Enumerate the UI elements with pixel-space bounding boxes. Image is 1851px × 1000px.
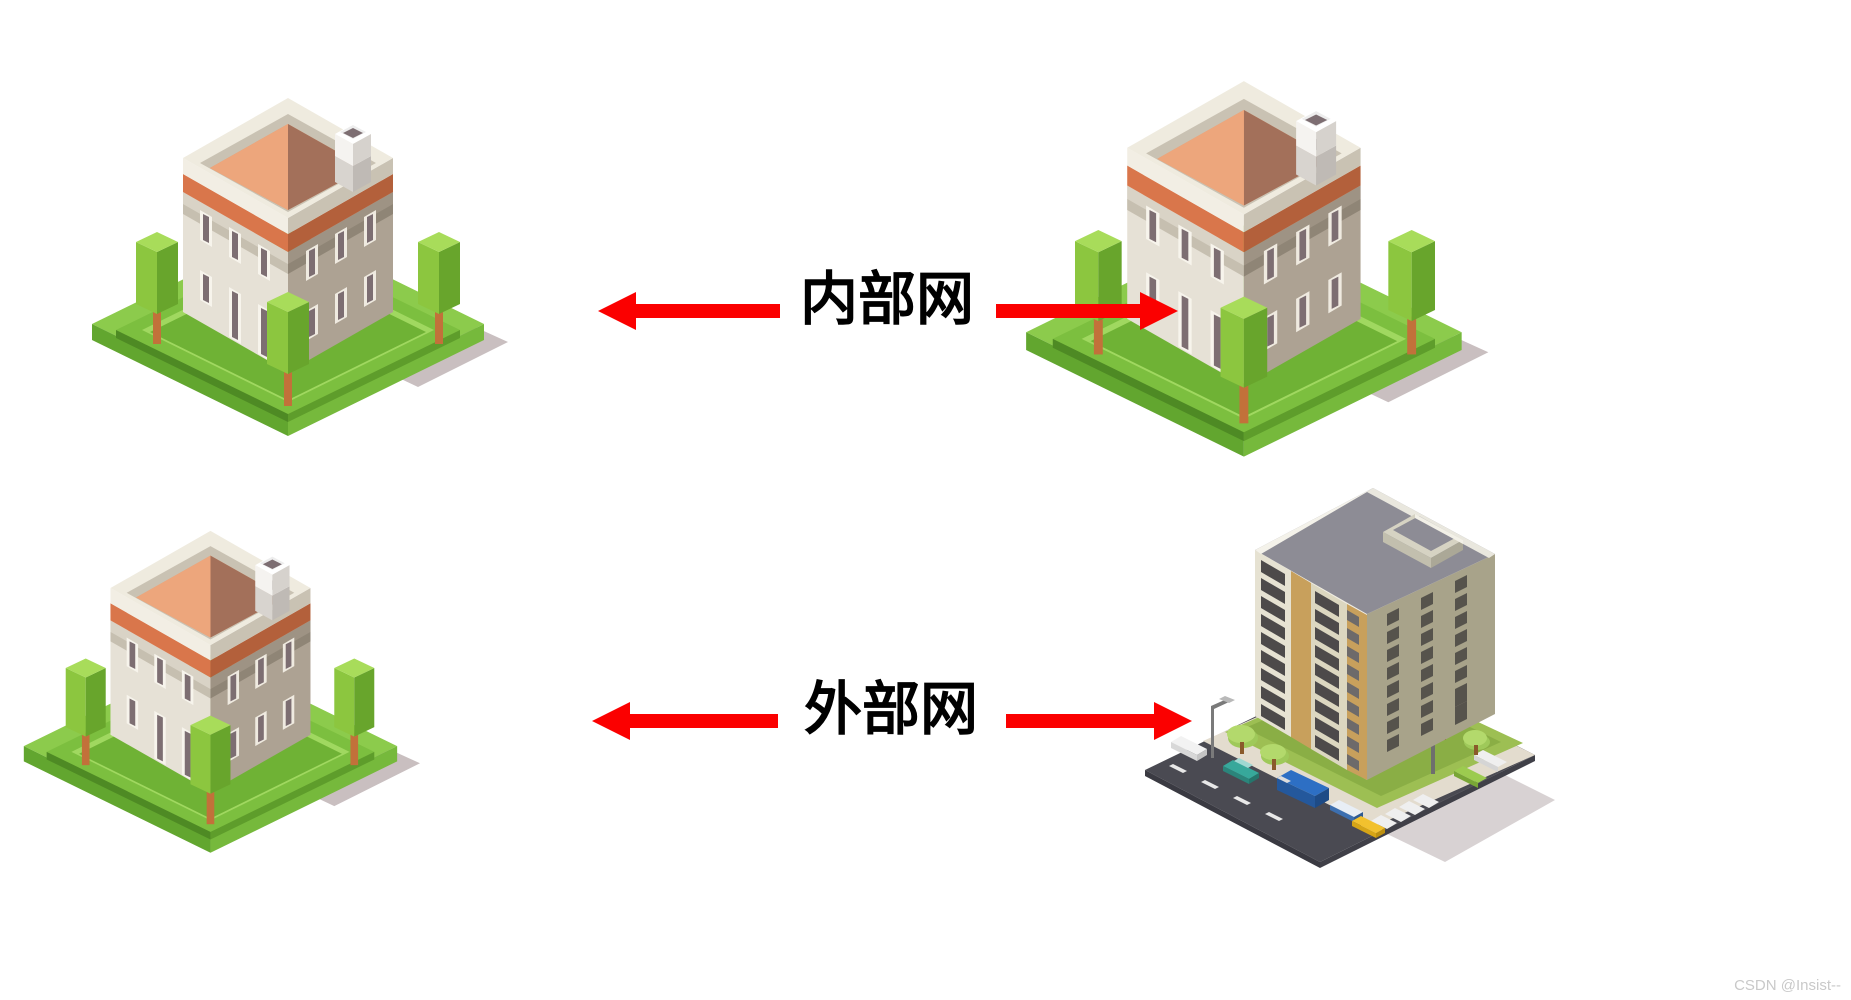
tree-left <box>65 658 106 766</box>
tree-front <box>1220 296 1268 424</box>
street-lamp-left <box>1211 696 1235 758</box>
tree-right <box>1388 230 1435 355</box>
vehicle-right-cars <box>1454 750 1507 788</box>
windows-left-wall <box>126 637 194 782</box>
tree-left <box>136 232 178 344</box>
road-markings <box>1169 764 1283 821</box>
roof-skylight <box>335 124 371 192</box>
arrow-right-internal <box>996 292 1179 330</box>
office-building-illustration <box>92 98 508 436</box>
windows-left-wall <box>1146 205 1224 374</box>
node-office-building-top-left[interactable] <box>88 52 508 436</box>
tower-roof <box>1255 488 1495 614</box>
connection-internal-network: 内部网 <box>598 238 1188 378</box>
tree-right <box>334 658 375 766</box>
tower-windows-left <box>1261 560 1359 771</box>
node-apartment-tower-bottom-right[interactable] <box>1115 470 1555 870</box>
connection-external-network: 外部网 <box>592 648 1232 788</box>
csdn-watermark: CSDN @Insist-- <box>1734 977 1841 994</box>
tree-left <box>1075 230 1122 355</box>
windows-right-wall <box>227 637 295 763</box>
windows-left-wall <box>200 210 270 361</box>
tree-front <box>267 292 309 406</box>
roof-skylight <box>1296 110 1337 186</box>
tree-front <box>190 715 231 825</box>
arrow-left-internal <box>598 292 780 330</box>
label-external-network: 外部网 <box>804 675 979 743</box>
office-building-illustration <box>23 530 421 853</box>
tower-windows-right <box>1387 575 1467 752</box>
tree-right <box>418 232 460 344</box>
arrow-left-external <box>592 702 778 740</box>
label-internal-network: 内部网 <box>800 265 975 333</box>
vehicle-white-van <box>1171 736 1207 761</box>
vehicle-teal-car <box>1223 758 1259 784</box>
vehicle-blue-truck <box>1277 770 1329 808</box>
arrow-right-external <box>1006 702 1193 740</box>
office-building-illustration <box>1026 81 1489 457</box>
roof-skylight <box>255 555 290 621</box>
node-office-building-bottom-left[interactable] <box>20 487 421 853</box>
node-office-building-top-right[interactable] <box>1020 30 1490 457</box>
apartment-tower-illustration <box>1145 488 1555 868</box>
vehicle-yellow-taxi <box>1352 816 1385 838</box>
